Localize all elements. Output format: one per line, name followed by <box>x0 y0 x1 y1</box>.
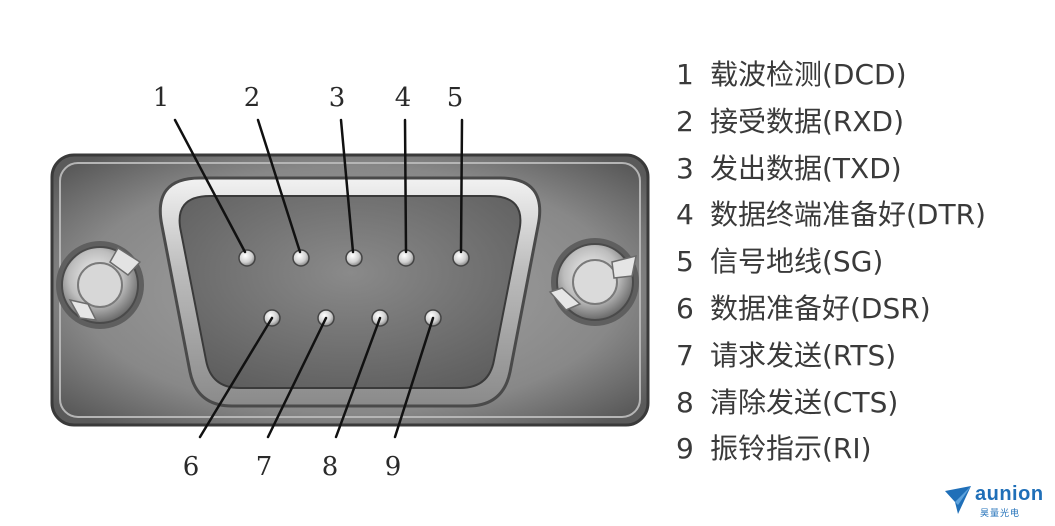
legend-item-label: 载波检测(DCD) <box>710 58 907 91</box>
aunion-logo: aunion 昊量光电 <box>944 483 1048 523</box>
leader-line-9 <box>393 316 435 439</box>
pin-2 <box>292 249 310 267</box>
left-screw <box>56 241 144 329</box>
legend-item-label: 数据终端准备好(DTR) <box>710 198 986 232</box>
legend-item: 3 发出数据(TXD) <box>676 146 986 193</box>
leader-line-2 <box>256 118 302 254</box>
legend-item-label: 信号地线(SG) <box>710 245 884 279</box>
legend-item-number: 9 <box>676 432 694 466</box>
pin-number-9: 9 <box>385 452 402 482</box>
legend-item-number: 6 <box>676 291 694 325</box>
pin-number-3: 3 <box>329 83 346 113</box>
legend-item: 4 数据终端准备好(DTR) <box>676 192 986 239</box>
legend-item: 2 接受数据(RXD) <box>676 99 986 146</box>
pin-number-7: 7 <box>256 452 273 482</box>
logo-wordmark: aunion <box>975 483 1044 505</box>
pin-legend: 1 载波检测(DCD) 2 接受数据(RXD) 3 发出数据(TXD) 4 数据终端准备… <box>676 52 986 473</box>
leader-line-1 <box>173 118 247 254</box>
logo-subtitle: 昊量光电 <box>980 509 1021 519</box>
right-screw <box>548 238 639 326</box>
legend-item-label: 振铃指示(RI) <box>710 432 872 466</box>
legend-item: 7 请求发送(RTS) <box>676 333 986 380</box>
legend-item-label: 数据准备好(DSR) <box>710 291 931 325</box>
leader-line-8 <box>334 316 382 439</box>
legend-item-number: 8 <box>676 385 694 419</box>
legend-item: 8 清除发送(CTS) <box>676 380 986 427</box>
legend-item-label: 清除发送(CTS) <box>710 385 899 419</box>
leader-lines <box>173 118 464 439</box>
pin-number-4: 4 <box>395 83 412 113</box>
pin-number-2: 2 <box>244 83 261 113</box>
leader-line-7 <box>266 316 328 439</box>
legend-item-number: 7 <box>676 338 694 372</box>
pin-number-6: 6 <box>183 452 200 482</box>
pin-1 <box>238 249 256 267</box>
leader-line-3 <box>339 118 355 254</box>
legend-item: 6 数据准备好(DSR) <box>676 286 986 333</box>
legend-item-number: 2 <box>676 104 694 138</box>
d-shell-face <box>178 195 522 389</box>
paper-plane-icon <box>945 486 971 514</box>
leader-line-6 <box>198 316 274 439</box>
legend-item: 1 载波检测(DCD) <box>676 52 986 99</box>
legend-item-label: 发出数据(TXD) <box>710 151 902 185</box>
legend-item-number: 5 <box>676 245 694 279</box>
legend-item-number: 1 <box>676 58 694 91</box>
pin-number-8: 8 <box>322 452 339 482</box>
legend-item-label: 请求发送(RTS) <box>710 338 897 372</box>
pin-row-top <box>238 249 470 267</box>
legend-item-label: 接受数据(RXD) <box>710 104 905 138</box>
leader-line-5 <box>459 118 464 254</box>
pin-number-1: 1 <box>153 83 170 113</box>
pin-number-5: 5 <box>447 83 464 113</box>
legend-item-number: 4 <box>676 198 694 232</box>
legend-item: 9 振铃指示(RI) <box>676 426 986 473</box>
leader-line-4 <box>403 118 408 254</box>
legend-item-number: 3 <box>676 151 694 185</box>
legend-item: 5 信号地线(SG) <box>676 239 986 286</box>
db9-connector-photo: 1 2 3 4 5 6 7 8 9 <box>50 83 650 482</box>
